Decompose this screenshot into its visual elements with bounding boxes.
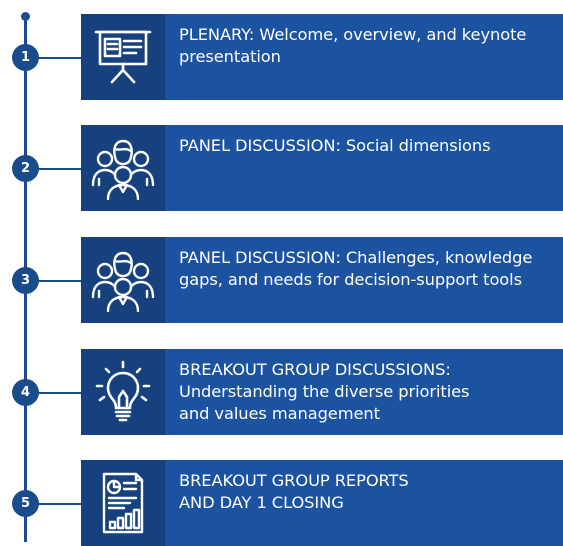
presentation-board-icon xyxy=(81,14,165,100)
step-text: BREAKOUT GROUP DISCUSSIONS: Understandin… xyxy=(165,349,475,435)
step-text: PANEL DISCUSSION: Challenges, knowledge … xyxy=(165,237,538,323)
step-text-line: PLENARY: Welcome, overview, and keynote xyxy=(179,25,527,44)
timeline-start-dot xyxy=(21,12,30,21)
step-text-line: PANEL DISCUSSION: Social dimensions xyxy=(179,136,491,155)
step-text-line: PANEL DISCUSSION: Challenges, knowledge xyxy=(179,248,533,267)
step-text-line: gaps, and needs for decision-support too… xyxy=(179,270,522,289)
report-chart-icon xyxy=(81,460,165,546)
step-text: PANEL DISCUSSION: Social dimensions xyxy=(165,125,496,211)
step-text-line: Understanding the diverse priorities xyxy=(179,382,470,401)
step-connector xyxy=(38,392,82,394)
timeline-step-4: 4 BREAKOUT GROUP xyxy=(0,349,563,435)
step-card: PLENARY: Welcome, overview, and keynote … xyxy=(81,14,563,100)
step-text: BREAKOUT GROUP REPORTS AND DAY 1 CLOSING xyxy=(165,460,415,546)
step-card: BREAKOUT GROUP REPORTS AND DAY 1 CLOSING xyxy=(81,460,563,546)
step-text-line: BREAKOUT GROUP REPORTS xyxy=(179,471,409,490)
step-number-badge: 4 xyxy=(12,379,39,406)
timeline-step-3: 3 PANEL DISCUSSION: Challen xyxy=(0,237,563,323)
step-card: PANEL DISCUSSION: Challenges, knowledge … xyxy=(81,237,563,323)
group-people-icon xyxy=(81,237,165,323)
step-number-badge: 3 xyxy=(12,267,39,294)
step-text: PLENARY: Welcome, overview, and keynote … xyxy=(165,14,532,100)
timeline-step-2: 2 xyxy=(0,125,563,211)
step-connector xyxy=(38,168,82,170)
step-connector xyxy=(38,57,82,59)
step-text-line: presentation xyxy=(179,47,281,66)
timeline-step-5: 5 BRE xyxy=(0,460,563,546)
step-number-badge: 5 xyxy=(12,490,39,517)
lightbulb-icon xyxy=(81,349,165,435)
step-card: PANEL DISCUSSION: Social dimensions xyxy=(81,125,563,211)
group-people-icon xyxy=(81,125,165,211)
timeline-step-1: 1 PLENARY: Welcome, overvie xyxy=(0,14,563,100)
step-number-badge: 1 xyxy=(12,44,39,71)
step-text-line: and values management xyxy=(179,404,380,423)
step-card: BREAKOUT GROUP DISCUSSIONS: Understandin… xyxy=(81,349,563,435)
step-connector xyxy=(38,503,82,505)
step-text-line: BREAKOUT GROUP DISCUSSIONS: xyxy=(179,360,451,379)
step-connector xyxy=(38,280,82,282)
step-number-badge: 2 xyxy=(12,155,39,182)
step-text-line: AND DAY 1 CLOSING xyxy=(179,493,344,512)
